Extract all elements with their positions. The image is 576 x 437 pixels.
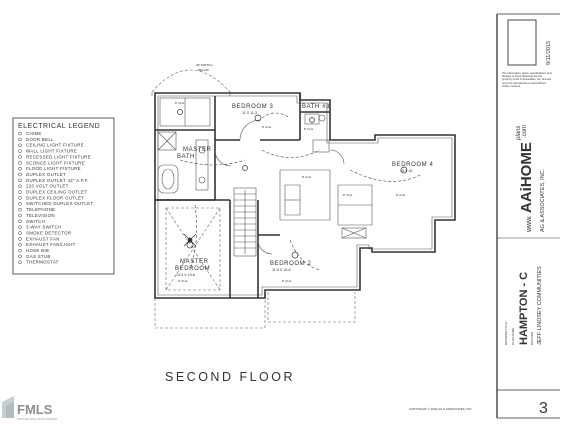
floor-plan: BEDROOM 3 11 X 11-3 BATH #3 MASTER BATH … (151, 63, 456, 329)
room-label-bedroom4: BEDROOM 4 (392, 162, 433, 168)
room-dim-bedroom2: 11-9 X 15-6 (272, 268, 291, 272)
fmls-watermark: FMLS FIRST MULTIPLE LISTING SERVICE (2, 396, 58, 421)
legend-item: EXHAUST FAN/LIGHT (26, 242, 76, 247)
legend-item: 3-WAY SWITCH (26, 225, 61, 230)
plan-date: 9/11/2015 (546, 41, 552, 65)
legend-item: TELEPHONE (26, 207, 55, 212)
firm-name: AG & ASSOCIATES, INC. (540, 168, 546, 232)
legend-symbol-icon (18, 184, 22, 188)
legend-item: CHIME (26, 131, 42, 136)
watermark-line2: FIRST MULTIPLE LISTING SERVICE (17, 418, 58, 421)
legend-symbol-icon (18, 248, 22, 253)
brand-plans: plans (516, 126, 522, 141)
legend-symbol-icon (18, 207, 22, 212)
room-label-master-bath-2: BATH (177, 154, 195, 160)
room-label-master-bath-1: MASTER (183, 147, 212, 153)
legend-item: DUPLEX FLOOR OUTLET (26, 195, 84, 200)
ceiling-fan-icon (183, 233, 197, 247)
legend-symbol-icon (18, 161, 22, 165)
legend-symbol-icon (18, 231, 22, 235)
room-dim-bedroom4: 15 X 16 (400, 169, 412, 173)
switch-note-2: BELOW (198, 68, 209, 72)
watermark-line1: FMLS (17, 402, 53, 417)
legend-item: SCONCE LIGHT FIXTURE (26, 160, 85, 165)
brand-com: .com (522, 125, 528, 138)
legend-symbol-icon (18, 143, 22, 148)
stamp-box (507, 19, 537, 66)
legend-symbol-icon (18, 196, 22, 200)
legend-symbol-icon (18, 243, 22, 247)
brand-main: AAiHOME (518, 142, 535, 213)
room-label-master-bedroom-2: BEDROOM (175, 266, 210, 272)
legend-symbol-icon (18, 260, 22, 265)
room-dim-bedroom3: 11 X 11-3 (242, 111, 257, 115)
switch-note-1: 3D SWITCH (196, 63, 213, 67)
legend-symbol-icon (18, 137, 22, 142)
ceiling-label: 8' CLG. (396, 193, 406, 197)
sheet-number: 3 (539, 400, 548, 417)
legend-symbol-icon (18, 190, 22, 194)
legend-title: ELECTRICAL LEGEND (18, 123, 100, 130)
legend-item: RECESSED LIGHT FIXTURE (26, 154, 91, 159)
title-block: 9/11/2015 The information, plans, specif… (496, 13, 560, 419)
copyright-note: COPYRIGHT © 2002 AG & ASSOCIATES, INC. (409, 407, 473, 411)
ceiling-label: 8' CLG. (302, 175, 312, 179)
legend-item: DOOR BELL (26, 137, 54, 142)
room-dim-master-bedroom: 13-9 X 19-6 (176, 273, 195, 277)
legend-symbol-icon (18, 178, 22, 183)
legend-item: THERMOSTAT (26, 260, 59, 265)
ceiling-label: 8' CLG. (304, 127, 314, 131)
ceiling-label: 8' CLG. (282, 279, 292, 283)
legend-symbol-icon (18, 219, 22, 224)
room-label-bedroom3: BEDROOM 3 (232, 104, 273, 110)
ownership-notice: The information, plans, specifications a… (502, 72, 552, 88)
legend-symbol-icon (18, 155, 22, 159)
legend-symbol-icon (18, 166, 22, 171)
legend-item: EXHAUST FAN (26, 236, 60, 241)
legend-item: DUPLEX OUTLET 42" A.F.F. (26, 178, 89, 183)
builder-label: BUILDER (530, 331, 534, 345)
room-label-bath3: BATH #3 (302, 104, 330, 110)
legend-item: SMOKE DETECTOR (26, 230, 71, 235)
legend-symbol-icon (18, 237, 22, 241)
legend-symbol-icon (18, 202, 22, 206)
legend-item: GAS STUB (26, 254, 51, 259)
ceiling-label: 8' CLG. (262, 125, 272, 129)
builder-name: JEFF LINDSEY COMMUNITIES (537, 266, 543, 345)
legend-symbol-icon (18, 172, 22, 177)
ceiling-label: 8' CLG. (175, 101, 185, 105)
legend-symbol-icon (18, 131, 22, 136)
legend-item: DUPLEX OUTLET (26, 172, 66, 177)
ceiling-label: 8' CLG. (343, 193, 353, 197)
legend-item: HOSE BIB (26, 248, 49, 253)
drawing-title-label: DRAWING TITLE (504, 322, 508, 345)
legend-item: 220 VOLT OUTLET (26, 184, 69, 189)
legend-item: DUPLEX CEILING OUTLET (26, 190, 87, 195)
plan-name: HAMPTON - C (518, 272, 530, 345)
ceiling-label-alt: 9' CLG. (178, 279, 188, 283)
legend-item: SWITCHED DUPLEX OUTLET (26, 201, 93, 206)
legend-item: FLOOD LIGHT FIXTURE (26, 166, 81, 171)
legend-item: CEILING LIGHT FIXTURE (26, 143, 84, 148)
legend-item: TELEVISION (26, 213, 55, 218)
room-label-master-bedroom-1: MASTER (180, 259, 209, 265)
plan-name-label: PLAN NAME (511, 328, 515, 345)
plan-title: SECOND FLOOR (165, 370, 295, 384)
legend-symbol-icon (18, 213, 22, 218)
brand-www: www. (526, 215, 533, 233)
legend-item: SWITCH (26, 219, 45, 224)
legend-symbol-icon (18, 254, 22, 259)
room-label-bedroom2: BEDROOM 2 (270, 261, 311, 267)
legend-symbol-icon (18, 225, 22, 229)
legend-symbol-icon (18, 149, 22, 153)
legend-item: WALL LIGHT FIXTURE (26, 149, 77, 154)
